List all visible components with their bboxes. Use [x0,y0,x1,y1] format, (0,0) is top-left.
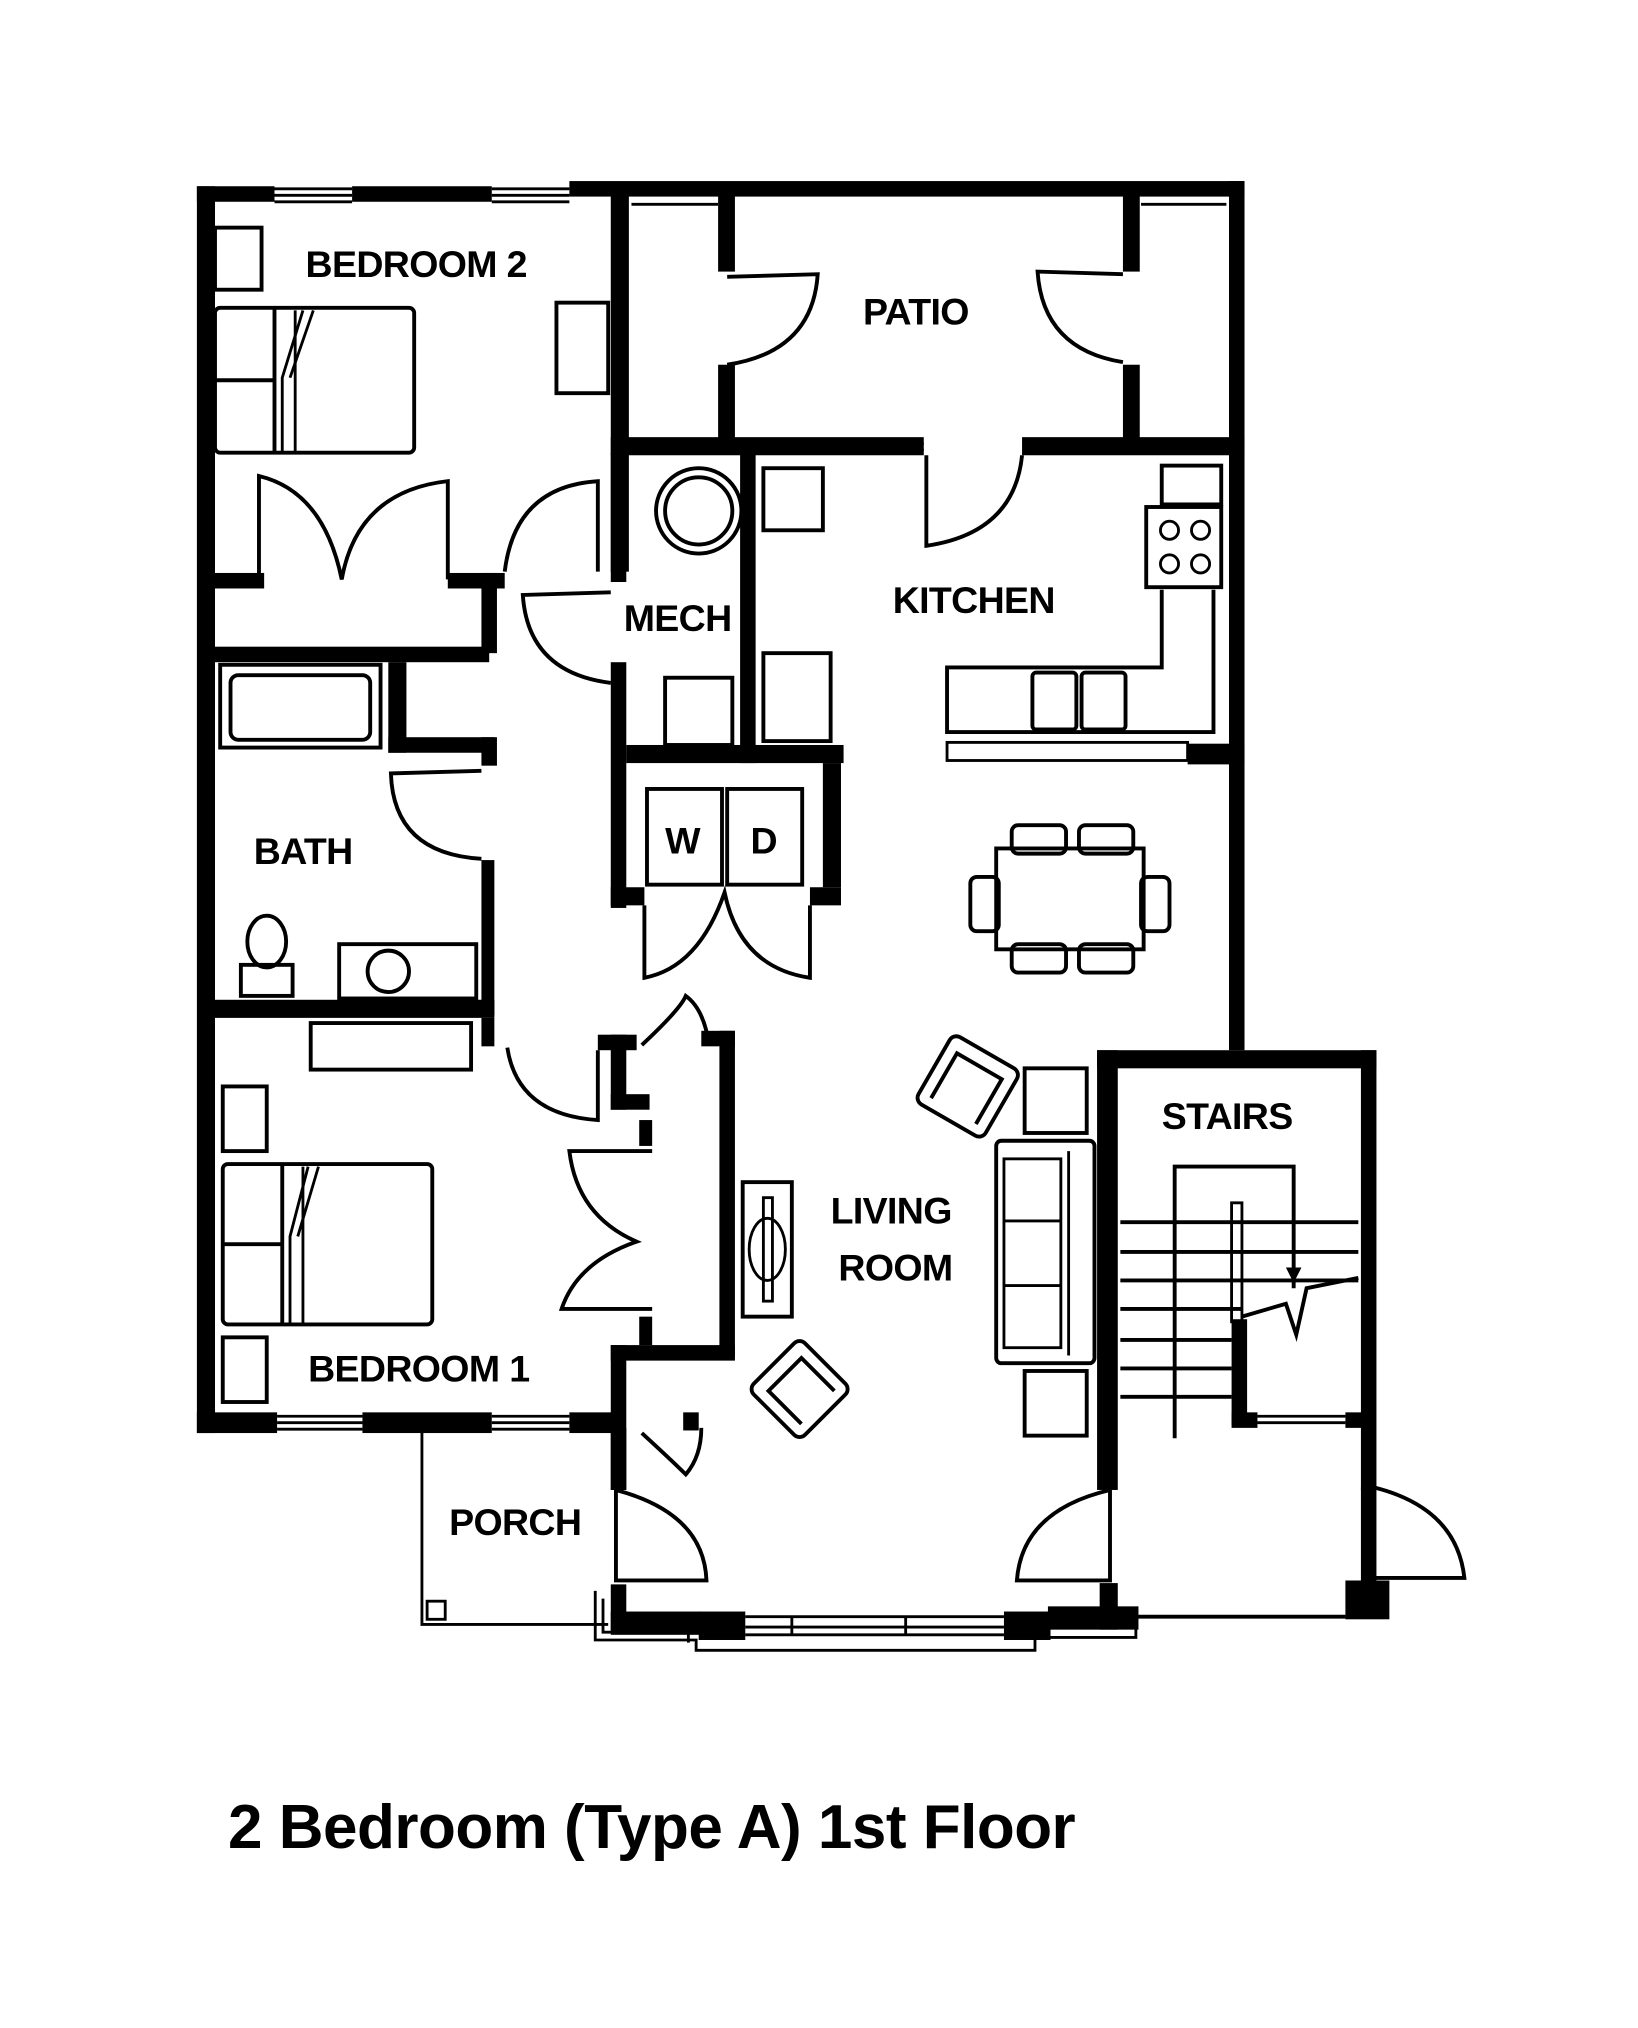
bed-icon [213,305,417,455]
stair-arrow-icon [1241,1267,1359,1343]
bed-icon [220,1162,435,1327]
fireplace-icon [740,1180,794,1319]
nightstand-icon [220,1335,269,1404]
room-label-stairs: STAIRS [1162,1095,1293,1137]
armchair-icon [915,1034,1020,1139]
room-label-bedroom-1: BEDROOM 1 [308,1347,529,1389]
room-label-room: ROOM [838,1246,952,1288]
toilet-icon [238,913,295,998]
room-label-bath: BATH [254,830,353,872]
sofa-icon [994,1138,1097,1366]
dryer-icon [725,787,805,887]
room-label-porch: PORCH [449,1501,581,1543]
armchair-icon [749,1339,850,1440]
door-swing-icon [257,269,1467,1583]
end-table-icon [1022,1369,1089,1438]
water-heater-icon [654,466,744,556]
sink-vanity-icon [337,942,479,1001]
stairs-icon [1120,1164,1359,1439]
dining-table-icon [968,823,1172,975]
nightstand-icon [220,1084,269,1154]
nightstand-icon [213,225,264,292]
room-label-mech: MECH [624,597,732,639]
bathtub-icon [218,662,383,750]
room-label-living: LIVING [831,1190,952,1232]
walls [196,181,1390,1652]
furnace-icon [663,675,735,747]
counter-icon [1159,463,1224,507]
kitchen-sink-icon [945,589,1216,762]
pantry-icon [761,466,825,533]
room-label-bedroom-2: BEDROOM 2 [306,243,527,285]
room-label-kitchen: KITCHEN [893,579,1055,621]
end-table-icon [1022,1066,1089,1135]
dryer-label: D [750,820,776,862]
washer-icon [645,787,724,887]
plan-title: 2 Bedroom (Type A) 1st Floor [228,1793,1076,1862]
stove-icon [1144,505,1224,590]
dresser-icon [554,300,611,396]
room-label-patio: PATIO [863,291,969,333]
dresser-icon [308,1021,474,1072]
washer-label: W [665,820,701,862]
refrigerator-icon [761,651,833,744]
